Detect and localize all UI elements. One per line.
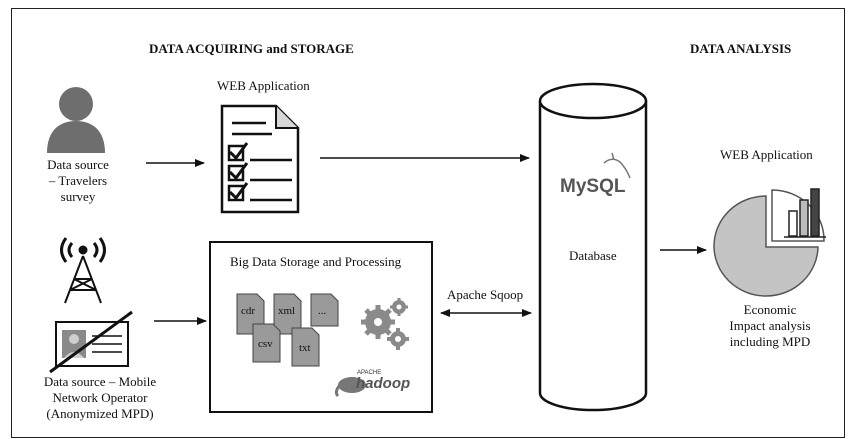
file-xml-label: xml <box>278 305 296 317</box>
file-csv-label: csv <box>258 338 273 350</box>
header-data-analysis: DATA ANALYSIS <box>690 41 792 56</box>
file-dots-icon <box>310 293 339 327</box>
bar-chart-icon <box>784 188 826 238</box>
web-application-label-left: WEB Application <box>217 78 310 93</box>
gears-icon <box>361 298 409 350</box>
storage-title: Big Data Storage and Processing <box>230 254 402 269</box>
file-csv-icon <box>252 323 281 363</box>
source-mobile-line-1: Data source – Mobile <box>43 374 157 389</box>
checklist-document-icon <box>220 104 300 214</box>
source-travelers-line-2: – Travelers <box>48 173 108 188</box>
source-mobile-line-3: (Anonymized MPD) <box>46 406 154 421</box>
file-cdr-label: cdr <box>241 305 256 317</box>
header-data-acquiring: DATA ACQUIRING and STORAGE <box>149 41 354 56</box>
source-travelers-line-3: survey <box>60 189 96 204</box>
file-icons <box>236 293 339 367</box>
web-application-label-right: WEB Application <box>720 147 813 162</box>
diagram-frame <box>11 8 845 438</box>
sqoop-label: Apache Sqoop <box>447 287 524 302</box>
source-mobile-line-2: Network Operator <box>52 390 148 405</box>
economic-analysis-label: Economic Impact analysis including MPD <box>720 302 820 350</box>
mysql-dolphin-icon <box>603 152 631 179</box>
file-dots-label: ... <box>318 305 327 317</box>
economic-line-1: Economic <box>743 302 797 317</box>
source-travelers-line-1: Data source <box>47 157 109 172</box>
file-txt-icon <box>291 327 320 367</box>
hadoop-logo-icon <box>334 377 366 398</box>
hadoop-apache-label: APACHE <box>357 370 382 376</box>
database-label: Database <box>569 248 617 263</box>
economic-line-3: including MPD <box>729 334 811 349</box>
mysql-label: MySQL <box>560 176 626 197</box>
hadoop-label: hadoop <box>356 375 411 392</box>
source-travelers-label: Data source – Travelers survey <box>30 157 126 205</box>
source-mobile-label: Data source – Mobile Network Operator (A… <box>34 374 166 422</box>
file-txt-label: txt <box>299 342 311 354</box>
id-card-crossed-icon <box>49 310 133 374</box>
antenna-tower-icon <box>60 237 106 304</box>
economic-line-2: Impact analysis <box>729 318 811 333</box>
database-cylinder <box>538 82 648 412</box>
person-icon <box>47 87 105 153</box>
